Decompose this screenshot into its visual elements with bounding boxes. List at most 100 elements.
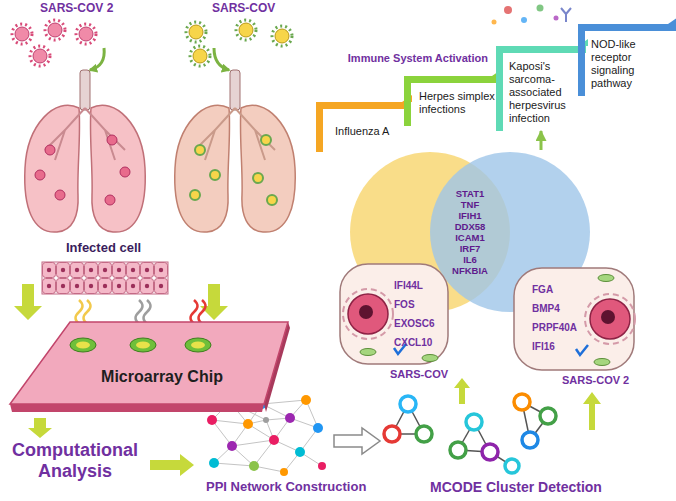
cluster-node [466,414,482,430]
block-arrow [28,418,52,438]
immune-cell [504,6,512,14]
antibody [561,8,571,22]
cluster-node [522,432,538,448]
pathway-name: NOD-like receptor signaling pathway [591,38,673,90]
gene-name: FGA [532,280,577,299]
virus-spikes [186,22,206,42]
virus-dot [267,195,277,205]
cell-membrane [340,264,448,364]
shared-gene: IFIH1 [430,210,510,221]
microarray-chip: Microarray Chip [8,318,292,416]
pathway-step: NOD-like receptor signaling pathway [578,24,676,96]
virus-dot [195,145,205,155]
step-label: MCODE Cluster Detection [430,479,602,495]
sars-cov-2-cell: FGABMP4PRPF40AIFI16SARS-COV 2 [512,266,636,372]
shared-gene: TNF [430,199,510,210]
gene-name: FOS [394,295,435,314]
trachea [230,70,240,110]
pathway-step: Herpes simplex infections [404,76,500,126]
ppi-node [227,441,237,451]
pathway-step: Influenza A [316,102,410,152]
ppi-node [243,419,253,429]
shared-gene: IRF7 [430,243,510,254]
ppi-node [285,413,295,423]
virus-spikes [190,46,210,66]
shared-gene: ICAM1 [430,232,510,243]
virus-dot [35,170,45,180]
ppi-node [295,447,305,457]
probe-spot [191,342,205,349]
virus-dot [107,135,117,145]
virus-spikes [272,26,292,46]
gene-name: EXOSC6 [394,314,435,333]
ppi-edge [214,463,254,466]
block-arrow [14,284,42,320]
virus-body [189,25,203,39]
mitochondrion [422,355,438,362]
block-arrow [150,454,194,476]
gene-name: IFI44L [394,276,435,295]
probe-spot [130,338,156,352]
virus-label: SARS-COV [212,2,275,16]
lungs [175,70,295,232]
golgi [576,345,588,355]
immune-cell [537,5,544,12]
step-label: PPI Network Construction [206,480,366,495]
cluster-nodes [384,394,556,473]
virus-dot [190,190,200,200]
virus-spikes [76,24,96,44]
bronchi [195,108,275,160]
virus-dot [105,195,115,205]
virus-body [275,29,289,43]
ppi-node [263,417,269,423]
probe-spot [70,338,96,352]
block-arrow [454,378,470,404]
figure-label: Infected cell [66,241,141,256]
immune-cells [492,5,572,25]
ppi-node [209,458,219,468]
cell-caption: SARS-COV 2 [562,374,629,386]
curved-arrow [214,48,229,70]
sars-cov-cell: IFI44LFOSEXOSC6CXCL10SARS-COV [338,262,450,366]
virus-dot [45,145,55,155]
mitochondrion [598,275,614,282]
ppi-node [301,395,311,405]
cluster-node [514,394,530,410]
sars-cov-2-virus [12,20,96,66]
shared-gene: DDX58 [430,221,510,232]
cell-layer [42,262,168,294]
gene-name: IFI16 [532,337,577,356]
block-arrow [583,392,601,430]
cluster-edges [392,402,548,466]
ppi-node [318,462,326,470]
virus-spikes [45,20,65,40]
virus-spikes [12,24,32,44]
cluster-node [482,444,498,460]
ppi-edge [212,420,248,424]
mitochondrion [360,349,376,356]
virus-body [48,23,62,37]
virus-dot [261,135,271,145]
mitochondrion [594,359,610,366]
bronchi [45,108,125,160]
gene-name: BMP4 [532,299,577,318]
nucleolus [359,305,373,319]
nucleus [590,299,630,339]
cluster-node [400,396,416,412]
probe-spot [185,338,211,352]
virus-dot [120,167,130,177]
cell-illustration [512,266,636,372]
lung-infection [35,135,130,205]
cluster-node [416,426,432,442]
lung-infection [190,135,277,205]
cluster-node [450,442,466,458]
shared-gene: IL6 [430,254,510,265]
pathway-name: Herpes simplex infections [419,90,497,116]
cluster-node [505,459,519,473]
immune-cell [492,20,497,25]
nucleolus [601,310,615,324]
virus-dot [55,190,65,200]
trachea [80,70,90,110]
ppi-node [207,415,217,425]
flow-arrow [540,131,543,150]
